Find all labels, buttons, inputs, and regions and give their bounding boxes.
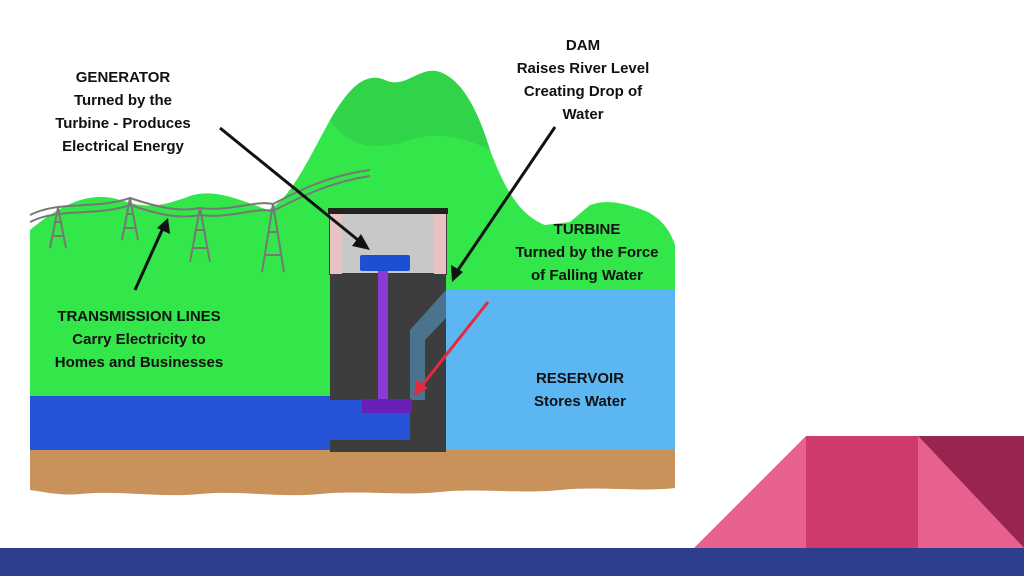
generator-title: GENERATOR <box>75 69 171 86</box>
hills <box>30 70 675 290</box>
dam-label: DAM Raises River Level Creating Drop of … <box>490 34 676 126</box>
reservoir-label: RESERVOIR Stores Water <box>500 367 660 413</box>
transmission-line-2: Homes and Businesses <box>54 354 224 371</box>
turbine-title: TURBINE <box>553 221 621 238</box>
generator-line-1: Turned by the <box>73 92 173 109</box>
tailrace-water <box>30 396 330 450</box>
turbine-label: TURBINE Turned by the Force of Falling W… <box>494 218 680 287</box>
generator-line-3: Electrical Energy <box>62 138 184 155</box>
dam-line-1: Raises River Level <box>516 60 650 77</box>
hill-shade <box>330 70 490 150</box>
transmission-line-1: Carry Electricity to <box>72 331 206 348</box>
accent-pink-triangle <box>694 436 806 548</box>
ground <box>30 450 675 496</box>
accent-red-block <box>806 436 918 548</box>
reservoir-title: RESERVOIR <box>535 370 625 387</box>
powerhouse-wall-left <box>330 214 342 274</box>
dam-title: DAM <box>565 37 601 54</box>
dam-line-2: Creating Drop of <box>523 83 643 100</box>
generator-line-2: Turbine - Produces <box>55 115 191 132</box>
reservoir-line-1: Stores Water <box>534 393 626 410</box>
reservoir-water <box>446 290 675 450</box>
transmission-title: TRANSMISSION LINES <box>57 308 221 325</box>
penstock <box>410 290 446 400</box>
turbine <box>362 399 412 413</box>
powerhouse-roof <box>328 208 448 214</box>
generator-label: GENERATOR Turned by the Turbine - Produc… <box>30 66 216 158</box>
generator <box>360 255 410 271</box>
transmission-label: TRANSMISSION LINES Carry Electricity to … <box>26 305 252 374</box>
turbine-arrow <box>414 301 490 396</box>
left-land <box>30 288 330 398</box>
turbine-shaft <box>378 271 388 401</box>
powerhouse-wall-right <box>434 214 446 274</box>
turbine-line-2: of Falling Water <box>531 267 643 284</box>
accent-maroon <box>918 436 1024 548</box>
bottom-bar <box>0 548 1024 576</box>
pointer-arrows <box>133 126 557 291</box>
dam-line-3: Water <box>562 106 604 123</box>
turbine-line-1: Turned by the Force <box>515 244 659 261</box>
